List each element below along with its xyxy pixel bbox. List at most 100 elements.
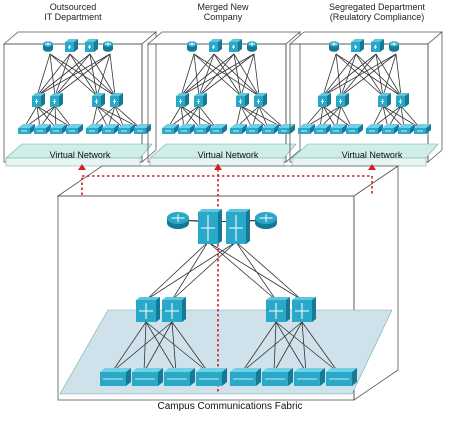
vn-link-3 xyxy=(375,53,384,97)
switch-arrows xyxy=(232,45,235,49)
access-top xyxy=(196,368,227,372)
switch-top xyxy=(50,93,63,96)
vn-link-3 xyxy=(335,53,342,97)
vn-link-2 xyxy=(233,53,242,97)
router-arrows xyxy=(259,214,273,222)
access-top xyxy=(18,124,35,128)
router-arrows xyxy=(105,42,111,46)
router-icon xyxy=(247,41,257,52)
core-switch-icon xyxy=(336,93,349,107)
router-icon xyxy=(389,41,399,52)
access-side xyxy=(222,368,227,386)
campus-access-link xyxy=(273,321,277,373)
access-top xyxy=(346,124,363,128)
switch-side xyxy=(94,39,98,52)
access-side xyxy=(310,124,315,134)
access-top xyxy=(326,368,357,372)
access-switch-icon xyxy=(230,368,261,386)
switch-arrows xyxy=(197,99,200,104)
access-switch-icon xyxy=(102,124,119,134)
switch-side xyxy=(156,297,160,322)
vn-link-2 xyxy=(198,53,255,97)
access-switch-icon xyxy=(134,124,151,134)
campus-access-link xyxy=(143,321,147,373)
switch-top xyxy=(198,209,222,212)
access-side xyxy=(352,368,357,386)
access-top xyxy=(314,124,331,128)
vn-title-merged: Merged New Company xyxy=(168,2,278,22)
vn-title-outsourced: Outsourced IT Department xyxy=(18,2,128,22)
core-switch-icon xyxy=(32,93,45,107)
vn-floor-label-1: Virtual Network xyxy=(49,150,111,160)
switch-arrows xyxy=(53,99,56,104)
vn-link-1 xyxy=(36,53,91,97)
switch-arrows xyxy=(35,99,38,104)
campus-core-link xyxy=(207,241,277,301)
switch-top xyxy=(236,93,249,96)
router-arrows xyxy=(331,42,337,46)
box-top xyxy=(2,31,158,45)
core-switch-icon xyxy=(65,39,78,52)
switch-top xyxy=(194,93,207,96)
switch-arrows xyxy=(339,99,342,104)
switch-top xyxy=(176,93,189,96)
core-switch-icon xyxy=(378,93,391,107)
core-switch-icon xyxy=(194,93,207,107)
vn-link-3 xyxy=(382,53,397,97)
vn-link-3 xyxy=(340,53,357,97)
switch-arrows xyxy=(257,99,260,104)
vn-floor-label-2: Virtual Network xyxy=(197,150,259,160)
core-switch-icon xyxy=(318,93,331,107)
switch-side xyxy=(380,39,384,52)
vn-link-2 xyxy=(198,53,235,97)
vn-link-1 xyxy=(54,53,71,97)
switch-top xyxy=(162,297,186,300)
access-switch-icon xyxy=(262,368,293,386)
switch-side xyxy=(74,39,78,52)
vn-title-line2: (Reulatory Compliance) xyxy=(329,12,425,22)
virtual-link-arrow-center xyxy=(214,164,222,170)
switch-top xyxy=(292,297,316,300)
switch-top xyxy=(266,297,290,300)
vn-link-1 xyxy=(54,53,91,97)
vn-link-1 xyxy=(36,53,71,97)
switch-side xyxy=(101,93,105,107)
vn-link-3 xyxy=(322,53,397,97)
switch-arrows xyxy=(295,303,309,319)
switch-side xyxy=(263,93,267,107)
access-side xyxy=(190,124,195,134)
access-switch-icon xyxy=(18,124,35,134)
switch-arrows xyxy=(113,99,116,104)
vn-link-3 xyxy=(355,53,384,97)
box-side xyxy=(141,31,157,163)
access-side xyxy=(30,124,35,134)
vn-title-segregated: Segregated Department (Reulatory Complia… xyxy=(312,2,442,22)
router-arrows xyxy=(171,214,185,222)
access-side xyxy=(288,368,293,386)
vn-link-2 xyxy=(253,53,260,97)
switch-top xyxy=(32,93,45,96)
access-switch-icon xyxy=(366,124,383,134)
access-side xyxy=(174,124,179,134)
access-top xyxy=(132,368,163,372)
access-switch-icon xyxy=(262,124,279,134)
access-switch-icon xyxy=(178,124,195,134)
core-switch-icon xyxy=(110,93,123,107)
vn-title-line1: Segregated Department xyxy=(328,2,426,12)
vn-link-2 xyxy=(240,105,269,129)
switch-side xyxy=(360,39,364,52)
switch-arrows xyxy=(239,99,242,104)
vn-link-2 xyxy=(193,53,200,97)
vn-floor-label-3: Virtual Network xyxy=(341,150,403,160)
campus-core-link xyxy=(145,241,209,301)
access-top xyxy=(278,124,295,128)
access-side xyxy=(320,368,325,386)
campus-access-link xyxy=(301,321,339,373)
campus-floor-label: Campus Communications Fabric xyxy=(157,401,303,412)
access-switch-icon xyxy=(66,124,83,134)
campus-access-link xyxy=(275,321,307,373)
vn-title-line1: Outsourced xyxy=(49,2,97,12)
vn-link-2 xyxy=(213,53,260,97)
vn-link-3 xyxy=(322,105,337,129)
access-switch-icon xyxy=(162,124,179,134)
